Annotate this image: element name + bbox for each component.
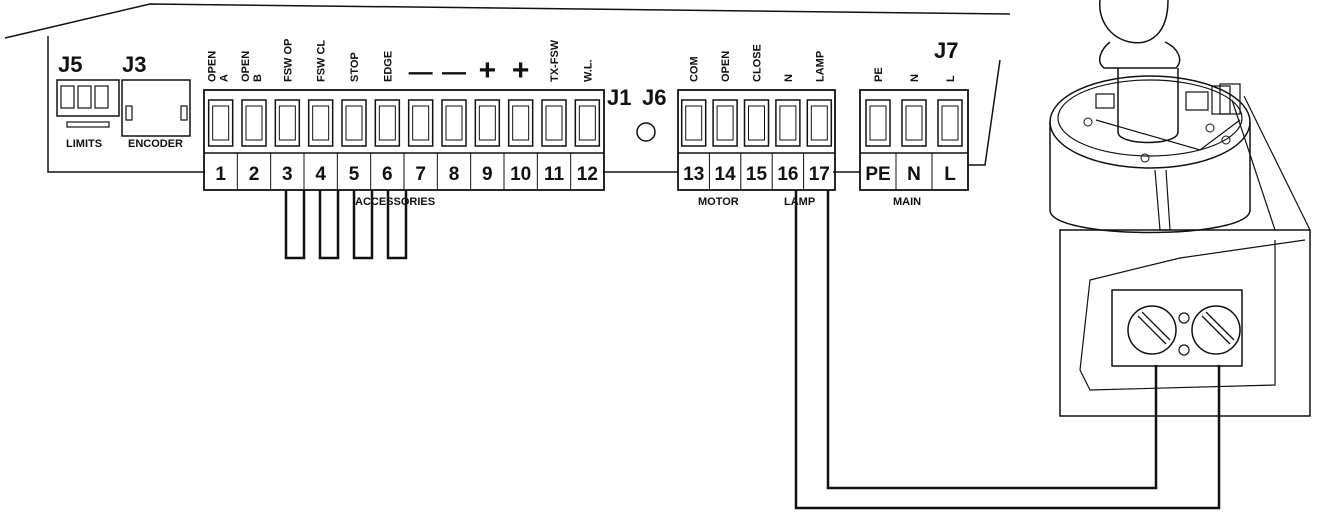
main-terminal-block xyxy=(859,89,969,191)
accessory-terminal-11: 11 TX-FSW xyxy=(536,39,567,190)
accessory-terminal-label: TX-FSW xyxy=(549,39,561,82)
accessory-terminal-7: 7— xyxy=(403,59,434,190)
flashing-lamp-illustration xyxy=(1049,0,1311,417)
accessory-terminal-4: 4 FSW CL xyxy=(303,40,334,190)
j7-label: J7 xyxy=(934,38,958,63)
accessory-terminal-number: 12 xyxy=(577,164,598,185)
accessory-terminal-number: 8 xyxy=(449,164,460,185)
board-top-edge xyxy=(4,3,1011,39)
motor-terminal-label: LAMP xyxy=(814,51,826,82)
motor-terminal-label: CLOSE xyxy=(752,44,764,82)
accessory-terminal-label: — xyxy=(409,59,433,86)
main-terminal-number: N xyxy=(907,164,921,185)
board-left-edge xyxy=(47,36,205,173)
accessory-terminal-label: B xyxy=(252,74,264,82)
accessory-terminal-number: 2 xyxy=(249,164,260,185)
motor-terminal-label: OPEN xyxy=(720,51,732,82)
accessory-terminal-label: — xyxy=(442,59,466,86)
main-terminal-label: N xyxy=(909,74,921,82)
accessory-terminal-number: 3 xyxy=(282,164,293,185)
jumper-wires xyxy=(284,190,408,260)
mounting-hole xyxy=(636,122,656,142)
accessory-terminal-number: 1 xyxy=(215,164,226,185)
main-terminal-number: L xyxy=(944,164,956,185)
j6-label: J6 xyxy=(642,85,666,110)
accessory-terminal-6: 6 EDGE xyxy=(370,51,401,190)
main-terminal-2: NN xyxy=(895,74,927,190)
motor-terminal-number: 17 xyxy=(809,164,830,185)
accessory-terminal-label: A xyxy=(219,74,231,82)
main-terminal-number: PE xyxy=(865,164,890,185)
lamp-label: LAMP xyxy=(784,196,815,208)
accessory-terminal-9: 9+ xyxy=(470,54,501,190)
accessory-terminal-label: FSW CL xyxy=(316,40,328,82)
lamp-wires xyxy=(794,190,1221,510)
j1-label: J1 xyxy=(607,85,631,110)
accessory-terminal-3: 3 FSW OP xyxy=(270,39,301,190)
motor-terminal-number: 15 xyxy=(746,164,768,185)
board-right-edge xyxy=(968,59,1001,166)
accessory-terminal-label: EDGE xyxy=(382,51,394,82)
motor-label: MOTOR xyxy=(698,196,739,208)
motor-terminal-label: COM xyxy=(689,56,701,82)
accessory-terminal-label: + xyxy=(512,54,530,87)
motor-terminal-3: 15 CLOSE xyxy=(740,44,770,190)
accessory-terminal-5: 5 STOP xyxy=(336,52,367,190)
accessory-terminal-number: 4 xyxy=(315,164,326,185)
accessory-terminal-number: 7 xyxy=(415,164,426,185)
accessory-terminal-label: STOP xyxy=(349,52,361,82)
main-terminal-3: LL xyxy=(931,75,963,190)
accessory-terminal-number: 10 xyxy=(510,164,531,185)
main-label: MAIN xyxy=(893,196,921,208)
accessory-terminal-number: 6 xyxy=(382,164,393,185)
motor-terminal-4: 16 N xyxy=(771,74,801,190)
j5-label: J5 xyxy=(58,52,82,77)
motor-terminal-2: 14 OPEN xyxy=(708,51,738,190)
motor-terminal-5: 17 LAMP xyxy=(803,51,833,190)
encoder-connector xyxy=(121,79,191,137)
motor-terminal-block xyxy=(677,89,836,191)
main-terminal-label: PE xyxy=(873,67,885,82)
accessories-label: ACCESSORIES xyxy=(355,196,435,208)
j3-label: J3 xyxy=(122,52,146,77)
main-terminal-label: L xyxy=(945,75,957,82)
accessory-terminal-label: + xyxy=(479,54,497,87)
accessory-terminal-8: 8— xyxy=(436,59,467,190)
motor-terminal-number: 13 xyxy=(683,164,704,185)
accessory-terminal-number: 9 xyxy=(482,164,493,185)
motor-terminal-number: 14 xyxy=(715,164,737,185)
main-terminal-1: PE PE xyxy=(865,67,891,185)
limits-connector xyxy=(56,79,120,128)
accessory-terminal-10: 10 + xyxy=(503,54,534,190)
motor-terminal-1: 13 COM xyxy=(680,56,707,185)
accessory-terminal-12: 12 W.L. xyxy=(570,59,601,190)
accessory-terminal-label: OPEN xyxy=(207,51,219,82)
accessory-terminal-number: 11 xyxy=(544,164,565,185)
motor-terminal-number: 16 xyxy=(777,164,798,185)
accessory-terminal-label: OPEN xyxy=(240,51,252,82)
accessory-terminal-label: W.L. xyxy=(582,59,594,82)
accessory-terminal-label: FSW OP xyxy=(282,39,294,82)
motor-terminal-label: N xyxy=(783,74,795,82)
encoder-label: ENCODER xyxy=(128,138,183,150)
accessory-terminal-number: 5 xyxy=(349,164,360,185)
limits-label: LIMITS xyxy=(66,138,102,150)
